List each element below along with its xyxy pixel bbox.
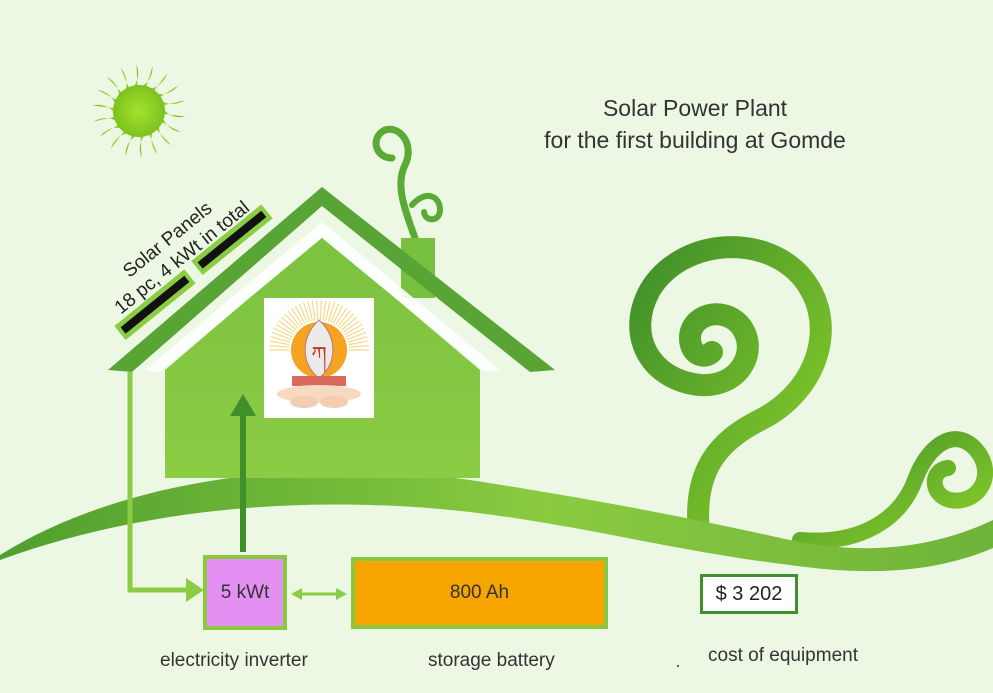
inverter-label: electricity inverter bbox=[160, 650, 308, 671]
logo-ray bbox=[270, 336, 291, 343]
arrow-right-icon bbox=[186, 578, 204, 602]
sun-ray bbox=[125, 134, 138, 156]
svg-text:ཀ: ཀ bbox=[311, 343, 327, 373]
dharma-logo-icon: ཀ bbox=[264, 298, 374, 418]
logo-ray bbox=[319, 300, 322, 321]
logo-ray bbox=[269, 340, 290, 346]
logo-ray bbox=[337, 310, 351, 327]
logo-ray bbox=[278, 320, 296, 333]
logo-ray bbox=[307, 301, 313, 321]
cost-box: $ 3 202 bbox=[700, 574, 798, 614]
sun-ray bbox=[160, 100, 185, 106]
logo-ray bbox=[325, 301, 331, 321]
sun-ray bbox=[132, 64, 139, 88]
sun-ray bbox=[140, 66, 153, 88]
sun-ray bbox=[162, 108, 186, 118]
chimney-swirl-icon bbox=[372, 125, 444, 242]
page-title: Solar Power Plant for the first building… bbox=[500, 92, 890, 156]
cost-value: $ 3 202 bbox=[715, 582, 783, 605]
logo-ray bbox=[275, 323, 294, 336]
logo-ray bbox=[347, 336, 368, 343]
logo-ray bbox=[273, 327, 293, 338]
inverter-box: 5 kWt bbox=[203, 555, 287, 630]
hill bbox=[0, 470, 993, 572]
solar-panel-array bbox=[114, 204, 273, 340]
sun-ray bbox=[92, 104, 116, 114]
battery-box: 800 Ah bbox=[351, 557, 608, 629]
inverter-value: 5 kWt bbox=[220, 581, 270, 603]
dot bbox=[676, 664, 680, 668]
logo-ray bbox=[346, 331, 367, 341]
solar-panel bbox=[191, 204, 273, 275]
logo-ray bbox=[290, 307, 303, 326]
sun-ray bbox=[148, 130, 158, 155]
logo-ray bbox=[335, 307, 348, 326]
logo-ray bbox=[316, 300, 319, 321]
logo-ray bbox=[348, 340, 369, 346]
arrow-left-icon bbox=[291, 588, 302, 600]
title-line-2: for the first building at Gomde bbox=[544, 127, 846, 153]
logo-ray bbox=[302, 302, 311, 322]
battery-value: 800 Ah bbox=[449, 582, 510, 603]
logo-ray bbox=[284, 313, 299, 329]
battery-label: storage battery bbox=[428, 650, 555, 671]
logo-ray bbox=[348, 344, 369, 348]
panel-to-inverter-wire bbox=[127, 372, 188, 593]
logo-ray bbox=[344, 323, 363, 336]
logo-ray bbox=[294, 305, 306, 324]
arrow-right-icon bbox=[336, 588, 347, 600]
title-line-1: Solar Power Plant bbox=[602, 95, 788, 121]
logo-ray bbox=[287, 310, 301, 327]
arrow-up-icon bbox=[230, 394, 256, 416]
logo-ray bbox=[322, 300, 327, 321]
inverter-battery-link bbox=[291, 588, 347, 600]
sun-ray bbox=[93, 116, 118, 122]
solar-panel bbox=[114, 269, 196, 340]
sun-ray bbox=[120, 67, 130, 92]
logo-ray bbox=[327, 302, 336, 322]
logo-ray bbox=[280, 316, 297, 331]
cost-label: cost of equipment bbox=[708, 645, 858, 666]
logo-ray bbox=[339, 313, 354, 329]
sun-icon bbox=[92, 64, 186, 158]
logo-ray bbox=[345, 327, 365, 338]
logo-ray bbox=[330, 303, 340, 323]
logo-ray bbox=[271, 331, 292, 341]
logo-ray bbox=[342, 320, 360, 333]
spiral-vine-icon bbox=[629, 236, 993, 551]
logo-ray bbox=[332, 305, 344, 324]
logo-ray bbox=[341, 316, 358, 331]
sun-ray bbox=[155, 85, 179, 98]
sun-ray bbox=[99, 124, 123, 137]
sun-ray bbox=[139, 134, 146, 158]
logo-ray bbox=[311, 300, 316, 321]
logo-ray bbox=[298, 303, 308, 323]
logo-ray bbox=[269, 344, 290, 348]
